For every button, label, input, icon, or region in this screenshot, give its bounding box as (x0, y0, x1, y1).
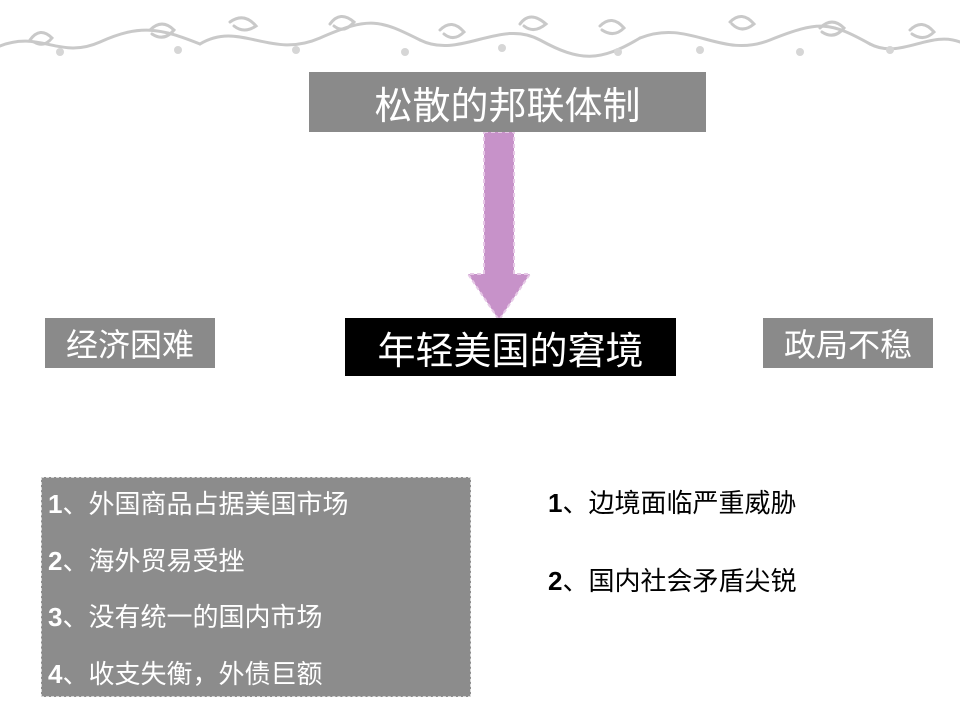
list-item: 2、国内社会矛盾尖锐 (548, 566, 797, 597)
political-instability-box: 政局不稳 (763, 318, 933, 368)
economic-difficulty-label: 经济困难 (65, 326, 194, 364)
dilemma-box: 年轻美国的窘境 (345, 318, 676, 376)
list-item: 3、没有统一的国内市场 (48, 602, 323, 633)
economic-list: 1、外国商品占据美国市场 2、海外贸易受挫 3、没有统一的国内市场 4、收支失衡… (41, 477, 471, 697)
title-box: 松散的邦联体制 (309, 72, 706, 132)
political-instability-label: 政局不稳 (783, 326, 912, 364)
list-item: 1、外国商品占据美国市场 (48, 489, 349, 520)
list-item: 1、边境面临严重威胁 (548, 488, 797, 519)
economic-difficulty-box: 经济困难 (45, 318, 215, 368)
down-arrow-icon (466, 132, 532, 322)
ornament-border-icon (0, 15, 960, 58)
title-text: 松散的邦联体制 (374, 83, 641, 128)
dilemma-label: 年轻美国的窘境 (377, 328, 644, 373)
list-item: 4、收支失衡，外债巨额 (48, 659, 323, 690)
list-item: 2、海外贸易受挫 (48, 546, 245, 577)
